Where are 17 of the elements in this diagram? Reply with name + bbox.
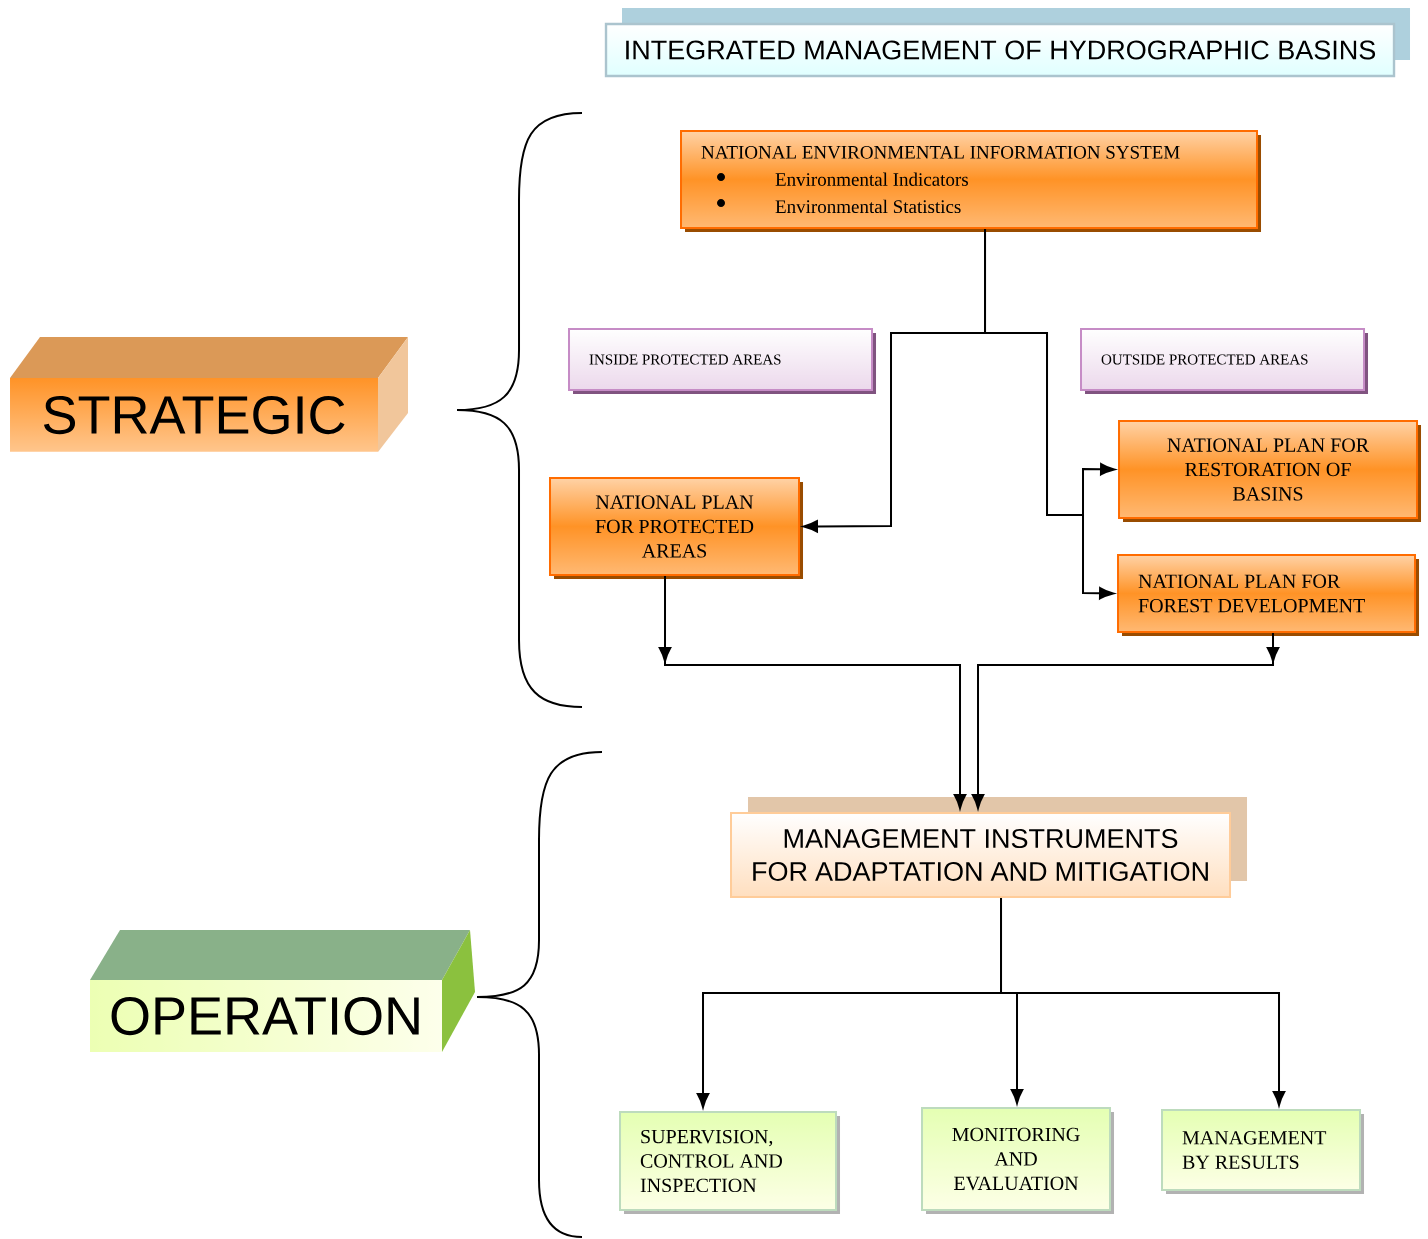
connector-arrow xyxy=(1000,897,1286,1107)
level-block: STRATEGIC xyxy=(10,337,408,452)
operation-box: MANAGEMENT BY RESULTS xyxy=(1161,1109,1364,1194)
area-label-box: INSIDE PROTECTED AREAS xyxy=(568,328,876,394)
level-block: OPERATION xyxy=(90,930,475,1052)
instrument-box: MANAGEMENT INSTRUMENTS FOR ADAPTATION AND MITIGATION xyxy=(730,797,1247,898)
operation-box: SUPERVISION, CONTROL AND INSPECTION xyxy=(619,1111,840,1214)
title-box: INTEGRATED MANAGEMENT OF HYDROGRAPHIC BASINS xyxy=(604,8,1410,78)
connector-arrow xyxy=(984,228,1115,600)
plan-box: NATIONAL PLAN FOR RESTORATION OF BASINS xyxy=(1118,420,1421,522)
operation-box: MONITORING AND EVALUATION xyxy=(921,1107,1114,1214)
connector-arrow xyxy=(658,575,967,810)
plan-box: NATIONAL PLAN FOR PROTECTED AREAS xyxy=(549,477,803,579)
connector-arrow xyxy=(971,632,1280,810)
plan-box: NATIONAL ENVIRONMENTAL INFORMATION SYSTEM Environmental Indicators Environmental Statistics xyxy=(680,130,1261,232)
plan-box: NATIONAL PLAN FOR FOREST DEVELOPMENT xyxy=(1117,554,1419,636)
area-label-box: OUTSIDE PROTECTED AREAS xyxy=(1080,328,1368,394)
